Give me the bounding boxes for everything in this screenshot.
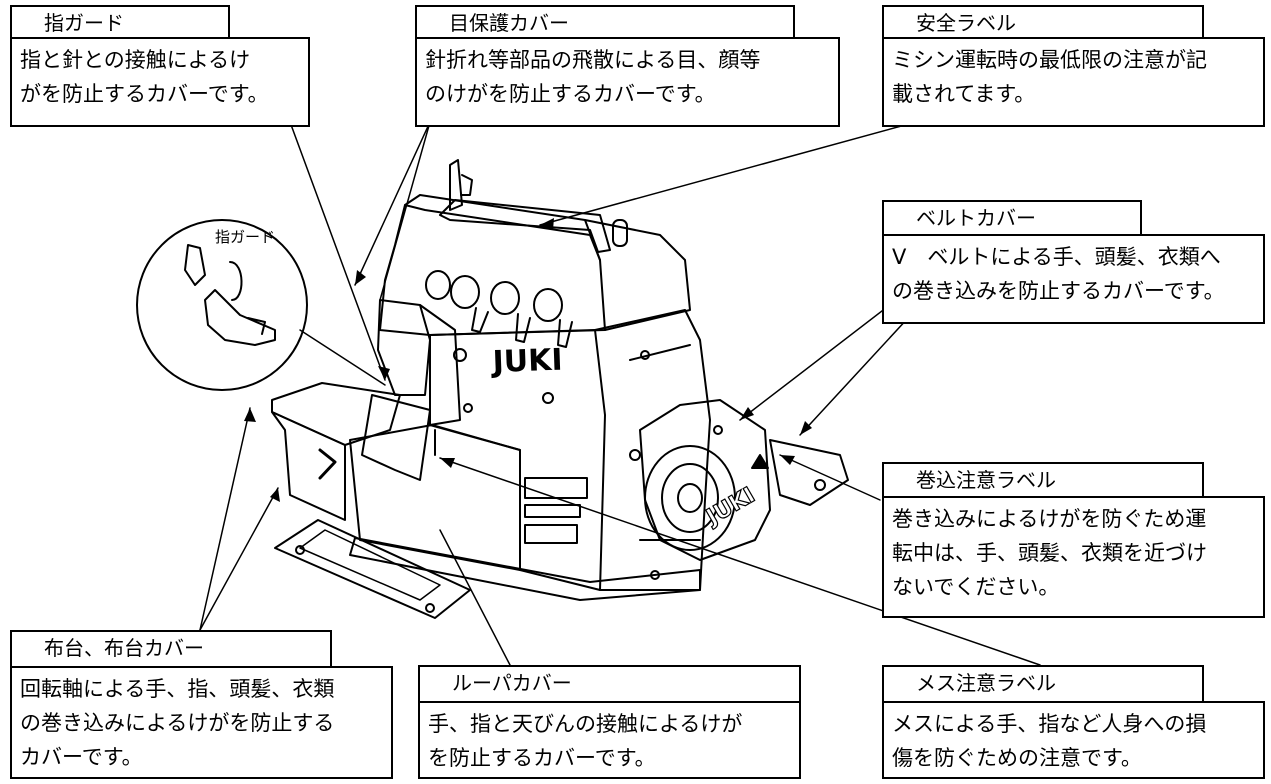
callout-line: 針折れ等部品の飛散による目、顔等: [425, 48, 761, 72]
callout-line: 指と針との接触によるけ: [20, 48, 251, 72]
callout-line: 回転軸による手、指、頭髪、衣類: [20, 677, 335, 701]
callout-line: V ベルトによる手、頭髪、衣類へ: [892, 245, 1221, 269]
callout-line: メスによる手、指など人身への損: [892, 712, 1207, 736]
callout-body: 手、指と天びんの接触によるけが を防止するカバーです。: [418, 701, 801, 779]
callout-line: ミシン運転時の最低限の注意が記: [892, 48, 1207, 72]
thread-stand: [449, 159, 463, 211]
juki-logo-front: JUKI: [490, 343, 563, 380]
finger-guard-inset: [136, 219, 308, 391]
callout-eye-guard: 目保護カバー 針折れ等部品の飛散による目、顔等 のけがを防止するカバーです。: [415, 5, 840, 127]
callout-line: 巻き込みによるけがを防ぐため運: [892, 507, 1207, 531]
callout-line: 傷を防ぐための注意です。: [892, 746, 1142, 770]
belt-cover: [639, 399, 771, 561]
top-housing: [379, 194, 606, 336]
callout-line: の巻き込みによるけがを防止する: [20, 711, 335, 735]
callout-title: 布台、布台カバー: [10, 630, 332, 668]
machine-base: [349, 537, 701, 601]
foot-plate: [274, 519, 471, 619]
callout-body: 針折れ等部品の飛散による目、顔等 のけがを防止するカバーです。: [415, 37, 840, 127]
bed: [271, 382, 401, 446]
callout-body: 巻き込みによるけがを防ぐため運 転中は、手、頭髪、衣類を近づけ ないでください。: [882, 496, 1265, 618]
callout-title: ルーパカバー: [418, 665, 801, 703]
machine-body: [429, 329, 606, 591]
callout-title: 目保護カバー: [415, 5, 795, 39]
belt-cover-extension: [769, 439, 849, 506]
callout-body: メスによる手、指など人身への損 傷を防ぐための注意です。: [882, 701, 1265, 779]
callout-looper-cover: ルーパカバー 手、指と天びんの接触によるけが を防止するカバーです。: [418, 665, 801, 779]
callout-line: の巻き込みを防止するカバーです。: [892, 279, 1225, 303]
callout-line: ないでください。: [892, 575, 1060, 599]
callout-line: 載されてます。: [892, 82, 1036, 106]
presser-area: [361, 394, 431, 481]
callout-body: 回転軸による手、指、頭髪、衣類 の巻き込みによるけがを防止する カバーです。: [10, 666, 393, 779]
callout-bed-cover: 布台、布台カバー 回転軸による手、指、頭髪、衣類 の巻き込みによるけがを防止する…: [10, 630, 393, 779]
tension-dials: [425, 270, 573, 348]
callout-body: 指と針との接触によるけ がを防止するカバーです。: [10, 37, 310, 127]
inset-label: 指ガード: [215, 228, 275, 246]
callout-finger-guard: 指ガード 指と針との接触によるけ がを防止するカバーです。: [10, 5, 310, 127]
callout-line: 転中は、手、頭髪、衣類を近づけ: [892, 541, 1207, 565]
callout-safety-label: 安全ラベル ミシン運転時の最低限の注意が記 載されてます。: [882, 5, 1265, 127]
callout-belt-cover: ベルトカバー V ベルトによる手、頭髪、衣類へ の巻き込みを防止するカバーです。: [882, 200, 1265, 324]
callout-title: 指ガード: [10, 5, 230, 39]
callout-title: 巻込注意ラベル: [882, 462, 1204, 498]
pulley: [644, 445, 736, 551]
callout-line: のけがを防止するカバーです。: [425, 82, 716, 106]
bed-cover: [271, 411, 346, 521]
callout-knife-label: メス注意ラベル メスによる手、指など人身への損 傷を防ぐための注意です。: [882, 665, 1265, 779]
callout-body: ミシン運転時の最低限の注意が記 載されてます。: [882, 37, 1265, 127]
callout-line: を防止するカバーです。: [428, 746, 656, 770]
callout-title: メス注意ラベル: [882, 665, 1204, 703]
callout-title: ベルトカバー: [882, 200, 1142, 236]
callout-line: がを防止するカバーです。: [20, 82, 269, 106]
callout-title: 安全ラベル: [882, 5, 1204, 39]
callout-body: V ベルトによる手、頭髪、衣類へ の巻き込みを防止するカバーです。: [882, 234, 1265, 324]
callout-line: カバーです。: [20, 745, 143, 769]
eye-guard-cover: [377, 299, 431, 396]
callout-winding-label: 巻込注意ラベル 巻き込みによるけがを防ぐため運 転中は、手、頭髪、衣類を近づけ …: [882, 462, 1265, 618]
callout-line: 手、指と天びんの接触によるけが: [428, 712, 743, 736]
